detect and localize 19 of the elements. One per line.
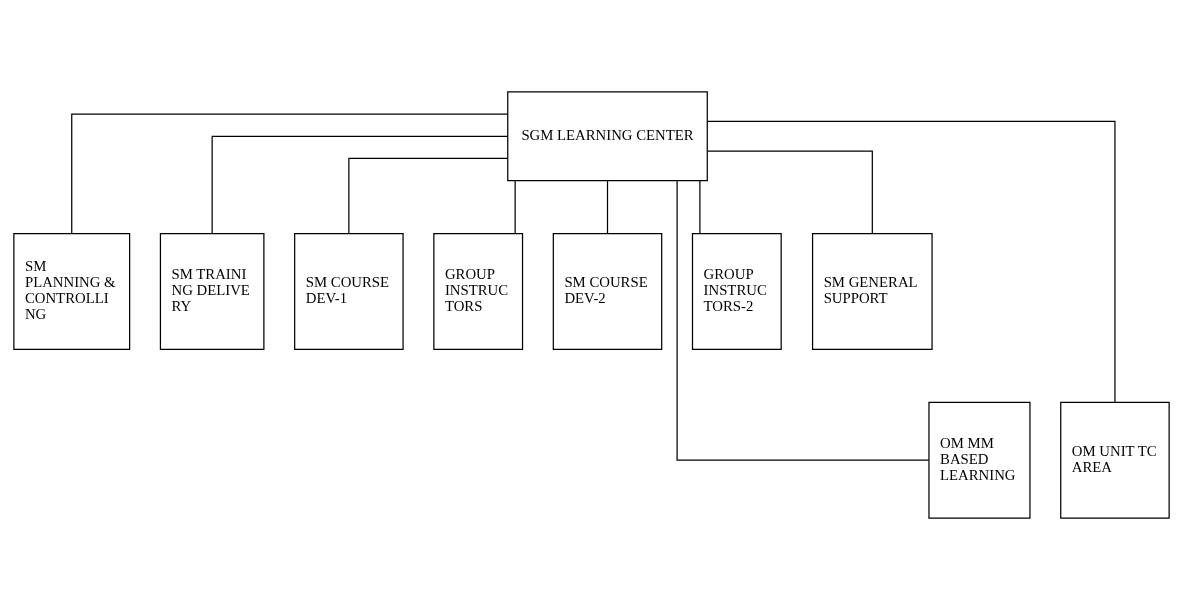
node-box: SM COURSE DEV-2 [552, 232, 663, 350]
connector [606, 179, 609, 234]
node-box: SM GENERAL SUPPORT [811, 232, 933, 350]
node-box: GROUP INSTRUC TORS-2 [691, 232, 782, 350]
connector [348, 157, 509, 234]
node-box: OM MM BASED LEARNING [928, 401, 1031, 519]
node-box: OM UNIT TC AREA [1060, 401, 1170, 519]
connector [211, 135, 509, 234]
node-box: GROUP INSTRUC TORS [433, 232, 524, 350]
node-box: SM TRAINI NG DELIVE RY [159, 232, 265, 350]
connector [707, 149, 873, 234]
connector [514, 179, 516, 234]
node-box: SM COURSE DEV-1 [294, 232, 404, 350]
connector [707, 120, 1116, 403]
connector [699, 179, 701, 234]
connector [676, 179, 930, 461]
node-box: SGM LEARNING CENTER [507, 90, 708, 181]
connector [71, 113, 509, 234]
node-box: SM PLANNING & CONTROLLI NG [13, 232, 131, 350]
